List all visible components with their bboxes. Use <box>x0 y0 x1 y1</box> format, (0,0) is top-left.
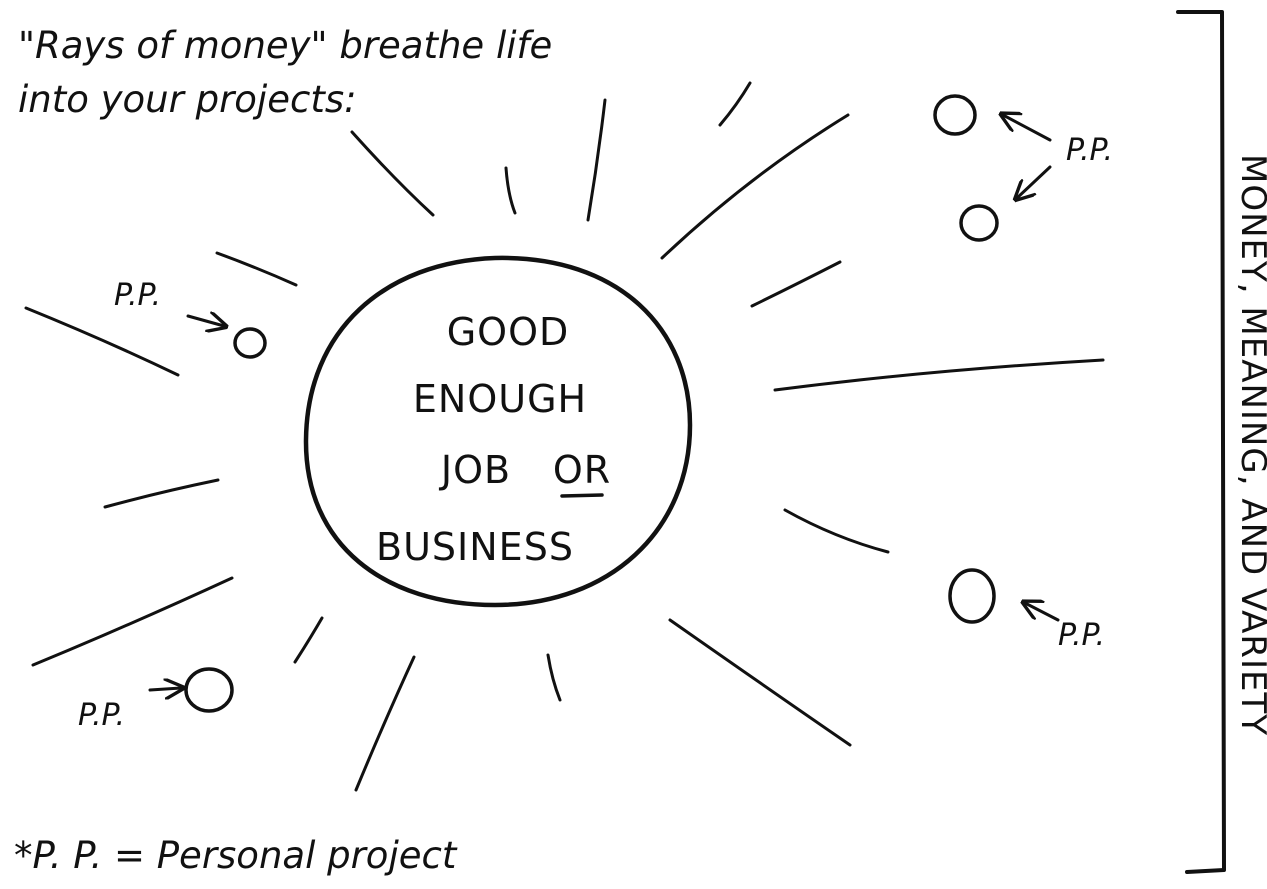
pp-label: P.P. <box>114 278 161 313</box>
ray <box>546 653 562 702</box>
ray <box>24 306 180 377</box>
pp-arrow <box>1017 165 1052 198</box>
personal-project-top-right: P.P. <box>933 94 1113 242</box>
pp-circle <box>233 327 267 359</box>
pp-arrow <box>1003 115 1052 142</box>
pp-label: P.P. <box>1066 133 1113 168</box>
personal-project-right-lower: P.P. <box>948 568 1105 653</box>
center-text-enough: ENOUGH <box>413 377 587 421</box>
ray <box>586 98 607 222</box>
personal-project-left-upper: P.P. <box>114 278 267 359</box>
pp-circle <box>959 204 999 242</box>
ray <box>718 81 752 127</box>
rays <box>24 81 1105 792</box>
center-text-business: BUSINESS <box>376 525 574 569</box>
ray <box>668 618 852 747</box>
personal-project-left-lower: P.P. <box>78 667 234 733</box>
bracket-label: MONEY, MEANING, AND VARIETY <box>1233 154 1267 736</box>
pp-circle <box>184 667 234 713</box>
center-text-good: GOOD <box>447 310 570 354</box>
ray <box>293 616 324 664</box>
pp-label: P.P. <box>78 698 125 733</box>
ray <box>354 655 416 792</box>
pp-circle <box>933 94 977 136</box>
pp-arrow <box>186 316 224 326</box>
ray <box>783 508 890 554</box>
pp-arrow <box>148 688 181 690</box>
title-line-2: into your projects: <box>18 78 357 121</box>
right-bracket <box>1176 10 1226 874</box>
ray <box>660 113 850 260</box>
ray <box>773 358 1105 392</box>
ray <box>215 251 298 287</box>
footnote: *P. P. = Personal project <box>14 834 458 877</box>
pp-circle <box>948 568 996 624</box>
center-text-or: OR <box>553 448 611 492</box>
pp-label: P.P. <box>1058 618 1105 653</box>
ray <box>103 478 220 509</box>
center-text-job: JOB <box>439 448 511 492</box>
ray <box>504 166 517 215</box>
center-circle <box>303 255 693 608</box>
title-line-1: "Rays of money" breathe life <box>18 24 552 67</box>
or-underline <box>560 493 604 498</box>
pp-arrow <box>1025 603 1060 622</box>
ray <box>350 130 435 217</box>
ray <box>31 576 234 667</box>
ray <box>750 260 842 308</box>
